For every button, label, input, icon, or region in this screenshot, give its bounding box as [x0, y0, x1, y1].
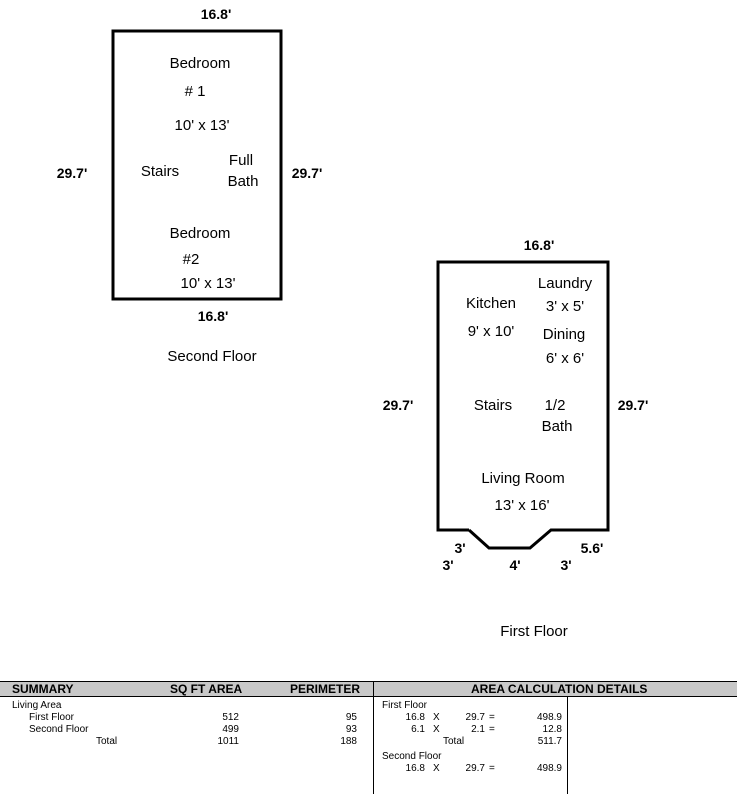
- row-name: First Floor: [29, 712, 74, 723]
- details-divider: [567, 697, 568, 794]
- room-bedroom-1-size: 10' x 13': [175, 117, 230, 134]
- second-floor-dim-right: 29.7': [292, 165, 323, 181]
- row-area: 499: [222, 724, 239, 735]
- calc-equals: =: [489, 724, 495, 735]
- first-floor-plan: 16.8' 29.7' 29.7' 3' 3' 4' 3' 5.6' Laund…: [383, 237, 649, 640]
- room-laundry-size: 3' x 5': [546, 298, 584, 315]
- first-floor-label: First Floor: [500, 623, 568, 640]
- room-half-bath-line1: 1/2: [545, 397, 566, 414]
- calc-width: 29.7: [465, 712, 485, 723]
- room-full-bath-line2: Bath: [228, 173, 259, 190]
- room-stairs-upper: Stairs: [141, 163, 179, 180]
- calc-result: 498.9: [536, 763, 562, 774]
- total-label: Total: [96, 736, 118, 747]
- row-area: 512: [222, 712, 239, 723]
- row-perimeter: 95: [345, 712, 357, 723]
- first-floor-outline: [436, 260, 610, 550]
- calc-width: 29.7: [465, 763, 485, 774]
- header-summary: SUMMARY: [12, 682, 74, 696]
- calc-equals: =: [489, 763, 495, 774]
- room-bedroom-1-number: # 1: [185, 83, 206, 100]
- room-full-bath-line1: Full: [229, 152, 253, 169]
- details-first-floor-title: First Floor: [382, 700, 427, 711]
- first-floor-dim-right: 29.7': [618, 397, 649, 413]
- summary-header-row: SUMMARY SQ FT AREA PERIMETER AREA CALCUL…: [0, 681, 737, 697]
- room-bedroom-2-number: #2: [183, 251, 200, 268]
- first-floor-dim-right-angle: 5.6': [581, 540, 604, 556]
- room-kitchen-name: Kitchen: [466, 295, 516, 312]
- header-perimeter: PERIMETER: [290, 682, 361, 696]
- calc-width: 2.1: [471, 724, 485, 735]
- calc-length: 6.1: [411, 724, 425, 735]
- calc-multiply: X: [433, 763, 440, 774]
- calc-equals: =: [489, 712, 495, 723]
- first-floor-dim-bottom: 4': [509, 557, 520, 573]
- header-area-calculation-details: AREA CALCULATION DETAILS: [471, 682, 648, 696]
- details-first-floor-total: 511.7: [537, 736, 562, 747]
- room-dining-size: 6' x 6': [546, 350, 584, 367]
- first-floor-dim-left-offset: 3': [442, 557, 453, 573]
- total-area: 1011: [217, 736, 239, 747]
- first-floor-dim-left-angle: 3': [454, 540, 465, 556]
- column-divider: [373, 681, 374, 794]
- second-floor-dim-left: 29.7': [57, 165, 88, 181]
- calc-length: 16.8: [405, 712, 425, 723]
- calc-multiply: X: [433, 724, 440, 735]
- room-bedroom-2-name: Bedroom: [170, 225, 231, 242]
- calc-length: 16.8: [405, 763, 425, 774]
- details-first-floor-total-label: Total: [443, 736, 465, 747]
- second-floor-dim-bottom: 16.8': [198, 308, 229, 324]
- header-sq-ft-area: SQ FT AREA: [170, 682, 243, 696]
- room-living-size: 13' x 16': [495, 497, 550, 514]
- row-perimeter: 93: [345, 724, 357, 735]
- room-living-name: Living Room: [481, 470, 564, 487]
- room-half-bath-line2: Bath: [542, 418, 573, 435]
- first-floor-dim-top: 16.8': [524, 237, 555, 253]
- room-bedroom-1-name: Bedroom: [170, 55, 231, 72]
- calc-multiply: X: [433, 712, 440, 723]
- area-summary-table: SUMMARY SQ FT AREA PERIMETER AREA CALCUL…: [0, 681, 737, 794]
- second-floor-dim-top: 16.8': [201, 6, 232, 22]
- floor-plan-diagram: 16.8' 16.8' 29.7' 29.7' Bedroom # 1 10' …: [57, 6, 649, 640]
- room-dining-name: Dining: [543, 326, 586, 343]
- room-laundry-name: Laundry: [538, 275, 593, 292]
- first-floor-dim-left: 29.7': [383, 397, 414, 413]
- calc-result: 12.8: [542, 724, 562, 735]
- details-second-floor-title: Second Floor: [382, 751, 442, 762]
- second-floor-outline: [111, 29, 283, 301]
- second-floor-label: Second Floor: [167, 348, 256, 365]
- room-kitchen-size: 9' x 10': [468, 323, 515, 340]
- calc-result: 498.9: [536, 712, 562, 723]
- room-stairs-lower: Stairs: [474, 397, 512, 414]
- second-floor-plan: 16.8' 16.8' 29.7' 29.7' Bedroom # 1 10' …: [57, 6, 323, 365]
- total-perimeter: 188: [340, 736, 357, 747]
- first-floor-dim-right-offset: 3': [560, 557, 571, 573]
- row-name: Second Floor: [29, 724, 89, 735]
- living-area-label: Living Area: [12, 700, 62, 711]
- room-bedroom-2-size: 10' x 13': [181, 275, 236, 292]
